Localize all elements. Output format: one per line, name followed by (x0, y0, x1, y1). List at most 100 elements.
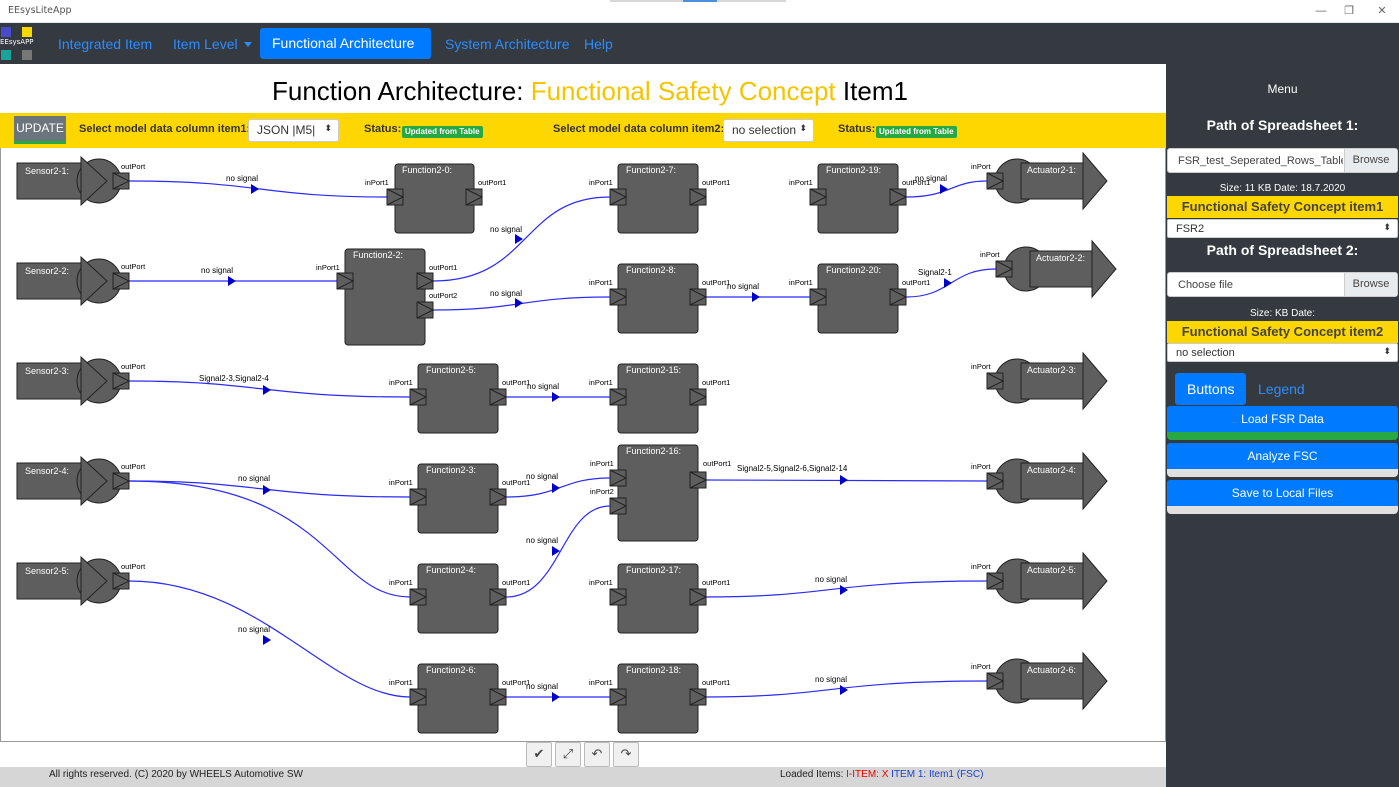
taskbar-indicator-active (683, 0, 717, 2)
undo-icon[interactable]: ↶ (584, 742, 610, 767)
svg-text:outPort1: outPort1 (702, 178, 730, 187)
svg-text:Function2-19:: Function2-19: (826, 165, 881, 175)
svg-text:Function2-5:: Function2-5: (426, 365, 476, 375)
page-title: Function Architecture: Functional Safety… (272, 76, 908, 106)
model-column-select-2[interactable]: no selection⬍ (723, 119, 814, 142)
svg-text:no signal: no signal (526, 682, 558, 691)
svg-text:Signal2-1: Signal2-1 (918, 268, 952, 277)
svg-text:outPort1: outPort1 (702, 678, 730, 687)
function-block[interactable]: Function2-19: inPort1 outPort1 (789, 163, 930, 234)
fsc2-select[interactable]: no selection⬍ (1167, 343, 1398, 362)
sensor-block[interactable]: Sensor2-1:outPort (16, 155, 146, 207)
nav-help[interactable]: Help (584, 36, 613, 52)
svg-text:Function2-6:: Function2-6: (426, 665, 476, 675)
wires (128, 180, 997, 698)
spreadsheet1-file-input[interactable]: FSR_test_Seperated_Rows_Table_maker Brow… (1167, 148, 1398, 173)
svg-text:no signal: no signal (238, 474, 270, 483)
svg-text:Function2-15:: Function2-15: (626, 365, 681, 375)
svg-text:outPort: outPort (121, 262, 146, 271)
status1-label: Status: (364, 123, 402, 135)
svg-text:Function2-18:: Function2-18: (626, 665, 681, 675)
sort-arrows-icon: ⬍ (1383, 346, 1391, 356)
analyze-fsc-button[interactable]: Analyze FSC (1167, 443, 1398, 469)
svg-text:outPort1: outPort1 (429, 263, 457, 272)
check-circle-icon[interactable]: ✔ (526, 742, 552, 767)
fsc1-select[interactable]: FSR2⬍ (1167, 219, 1398, 238)
svg-text:inPort1: inPort1 (789, 178, 813, 187)
svg-text:Sensor2-3:: Sensor2-3: (25, 366, 69, 376)
restore-icon[interactable]: ❐ (1344, 5, 1354, 17)
actuator-block[interactable]: Actuator2-2:inPort (980, 239, 1117, 299)
svg-text:Function2-16:: Function2-16: (626, 446, 681, 456)
svg-text:Signal2-3,Signal2-4: Signal2-3,Signal2-4 (199, 374, 269, 383)
minimize-icon[interactable]: — (1315, 5, 1327, 17)
sensor-block[interactable]: Sensor2-5:outPort (16, 555, 146, 607)
svg-text:outPort1: outPort1 (902, 178, 930, 187)
select1-label: Select model data column item1: (79, 123, 251, 135)
svg-text:Sensor2-4:: Sensor2-4: (25, 466, 69, 476)
actuator-block[interactable]: Actuator2-4:inPort (971, 451, 1108, 511)
redo-icon[interactable]: ↷ (613, 742, 639, 767)
tab-legend[interactable]: Legend (1258, 381, 1305, 397)
load-fsr-data-button[interactable]: Load FSR Data (1167, 406, 1398, 432)
spreadsheet2-file-input[interactable]: Choose file Browse (1167, 272, 1398, 297)
fit-icon[interactable]: ⤢ (555, 742, 581, 767)
actuator-block[interactable]: Actuator2-1:inPort (971, 151, 1108, 211)
browse1-button[interactable]: Browse (1344, 149, 1397, 172)
svg-text:Function2-20:: Function2-20: (826, 265, 881, 275)
update-button[interactable]: UPDATE (14, 116, 66, 144)
svg-text:outPort: outPort (121, 162, 146, 171)
function-block[interactable]: Function2-6: inPort1 outPort1 (389, 663, 530, 734)
svg-text:no signal: no signal (226, 174, 258, 183)
svg-text:no signal: no signal (915, 174, 947, 183)
svg-text:inPort1: inPort1 (389, 678, 413, 687)
architecture-canvas[interactable]: no signal no signal no signal no signal … (0, 148, 1166, 742)
svg-text:inPort1: inPort1 (589, 578, 613, 587)
svg-text:inPort1: inPort1 (789, 278, 813, 287)
sensor-block[interactable]: Sensor2-3:outPort (16, 355, 146, 407)
actuator-block[interactable]: Actuator2-3:inPort (971, 351, 1108, 411)
model-column-select-1[interactable]: JSON |M5|⬍ (248, 119, 339, 142)
save-local-files-button[interactable]: Save to Local Files (1167, 480, 1398, 506)
svg-text:outPort1: outPort1 (702, 378, 730, 387)
svg-text:inPort1: inPort1 (389, 378, 413, 387)
svg-text:Function2-0:: Function2-0: (402, 165, 452, 175)
actuator-block[interactable]: Actuator2-5:inPort (971, 551, 1108, 611)
svg-text:no signal: no signal (490, 225, 522, 234)
close-icon[interactable]: ✕ (1377, 5, 1387, 17)
tab-buttons[interactable]: Buttons (1175, 373, 1247, 405)
sensor-block[interactable]: Sensor2-2:outPort (16, 255, 146, 307)
svg-text:inPort: inPort (971, 362, 992, 371)
actuator-block[interactable]: Actuator2-6:inPort (971, 651, 1108, 711)
save-progress-bar (1167, 506, 1398, 514)
svg-text:no signal: no signal (238, 625, 270, 634)
svg-text:outPort1: outPort1 (702, 578, 730, 587)
nav-functional-architecture[interactable]: Functional Architecture (260, 28, 431, 77)
svg-text:outPort1: outPort1 (703, 459, 731, 468)
nav-integrated-item[interactable]: Integrated Item (58, 36, 153, 52)
app-logo[interactable]: EEsysAPP (0, 26, 34, 60)
sensor-block[interactable]: Sensor2-4:outPort (16, 455, 146, 507)
svg-text:outPort1: outPort1 (502, 678, 530, 687)
browse2-button[interactable]: Browse (1344, 273, 1397, 296)
model-toolbar: UPDATE Select model data column item1: J… (0, 113, 1166, 148)
architecture-diagram: no signal no signal no signal no signal … (16, 151, 1117, 734)
nav-item-level[interactable]: Item Level (165, 30, 260, 58)
svg-text:Actuator2-2:: Actuator2-2: (1036, 253, 1085, 263)
actuators: Actuator2-1:inPort Actuator2-2:inPort Ac… (971, 151, 1117, 711)
svg-text:Actuator2-5:: Actuator2-5: (1027, 565, 1076, 575)
nav-system-architecture[interactable]: System Architecture (445, 36, 570, 52)
